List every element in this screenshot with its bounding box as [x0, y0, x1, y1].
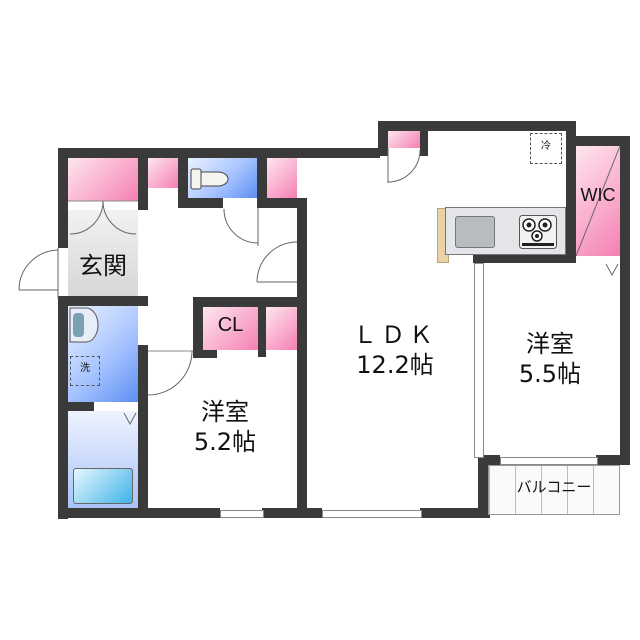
kitchen-sink-icon — [455, 216, 495, 248]
kitchen-counter — [445, 207, 566, 255]
western-room-2-name: 洋室 — [526, 330, 574, 358]
wall — [420, 121, 428, 156]
closet-label: CL — [217, 314, 244, 336]
storage-area — [148, 158, 178, 188]
western-room-2-size: 5.5帖 — [518, 360, 582, 388]
fridge-label: 冷 — [541, 141, 551, 152]
wall — [378, 121, 576, 131]
wall — [58, 296, 148, 306]
wall — [566, 121, 576, 256]
bathtub-icon — [73, 468, 133, 504]
storage-area — [266, 307, 297, 350]
balcony — [488, 465, 620, 515]
wall — [596, 455, 630, 465]
wall — [257, 198, 307, 208]
wall — [262, 508, 322, 518]
western-room-1-name: 洋室 — [201, 398, 249, 426]
wall — [473, 254, 576, 263]
entrance-area — [68, 210, 138, 296]
washer-label: 洗 — [80, 363, 90, 374]
wall — [478, 455, 500, 465]
wall — [138, 345, 148, 515]
storage-area — [68, 158, 138, 201]
sink-icon — [69, 307, 99, 343]
wall — [138, 148, 148, 210]
wall — [566, 136, 630, 146]
wall — [193, 297, 307, 307]
stove-icon — [519, 215, 557, 249]
entrance-door — [18, 248, 59, 298]
storage-area — [267, 158, 297, 198]
wall — [193, 297, 203, 357]
toilet-icon — [190, 168, 229, 190]
wall — [58, 148, 380, 158]
wall — [257, 148, 267, 208]
wall — [178, 198, 223, 208]
wic-door-line — [575, 145, 621, 257]
entrance-label: 玄関 — [79, 252, 127, 280]
wic-door — [605, 263, 619, 277]
room1-window[interactable] — [220, 510, 264, 518]
wall — [193, 350, 217, 358]
storage-door — [223, 208, 259, 246]
wall — [297, 200, 307, 235]
balcony-label: バルコニー — [516, 478, 592, 496]
ldk-window[interactable] — [322, 510, 422, 518]
wall — [378, 121, 388, 156]
wall — [258, 297, 266, 357]
closet — [203, 307, 258, 350]
wall — [420, 508, 490, 518]
wall — [58, 148, 68, 248]
wall — [620, 136, 630, 456]
storage-area — [388, 131, 420, 148]
fridge-space: 冷 — [530, 133, 562, 164]
wall — [178, 148, 188, 208]
wall — [58, 402, 94, 411]
wall — [297, 198, 307, 508]
ldk-name: ＬＤＫ — [353, 321, 437, 349]
washer-space: 洗 — [70, 356, 100, 386]
wic-label: WIC — [580, 185, 616, 205]
balcony-window[interactable] — [500, 457, 598, 465]
closet-doors — [68, 200, 138, 235]
western-room-1-size: 5.2帖 — [193, 428, 257, 456]
wall — [478, 455, 488, 518]
kitchen-storage-door — [387, 148, 421, 183]
bath-door — [123, 412, 137, 426]
ldk-size: 12.2帖 — [356, 351, 434, 379]
hall-door — [256, 241, 298, 283]
room1-door — [147, 350, 193, 396]
sliding-partition[interactable] — [474, 263, 484, 458]
